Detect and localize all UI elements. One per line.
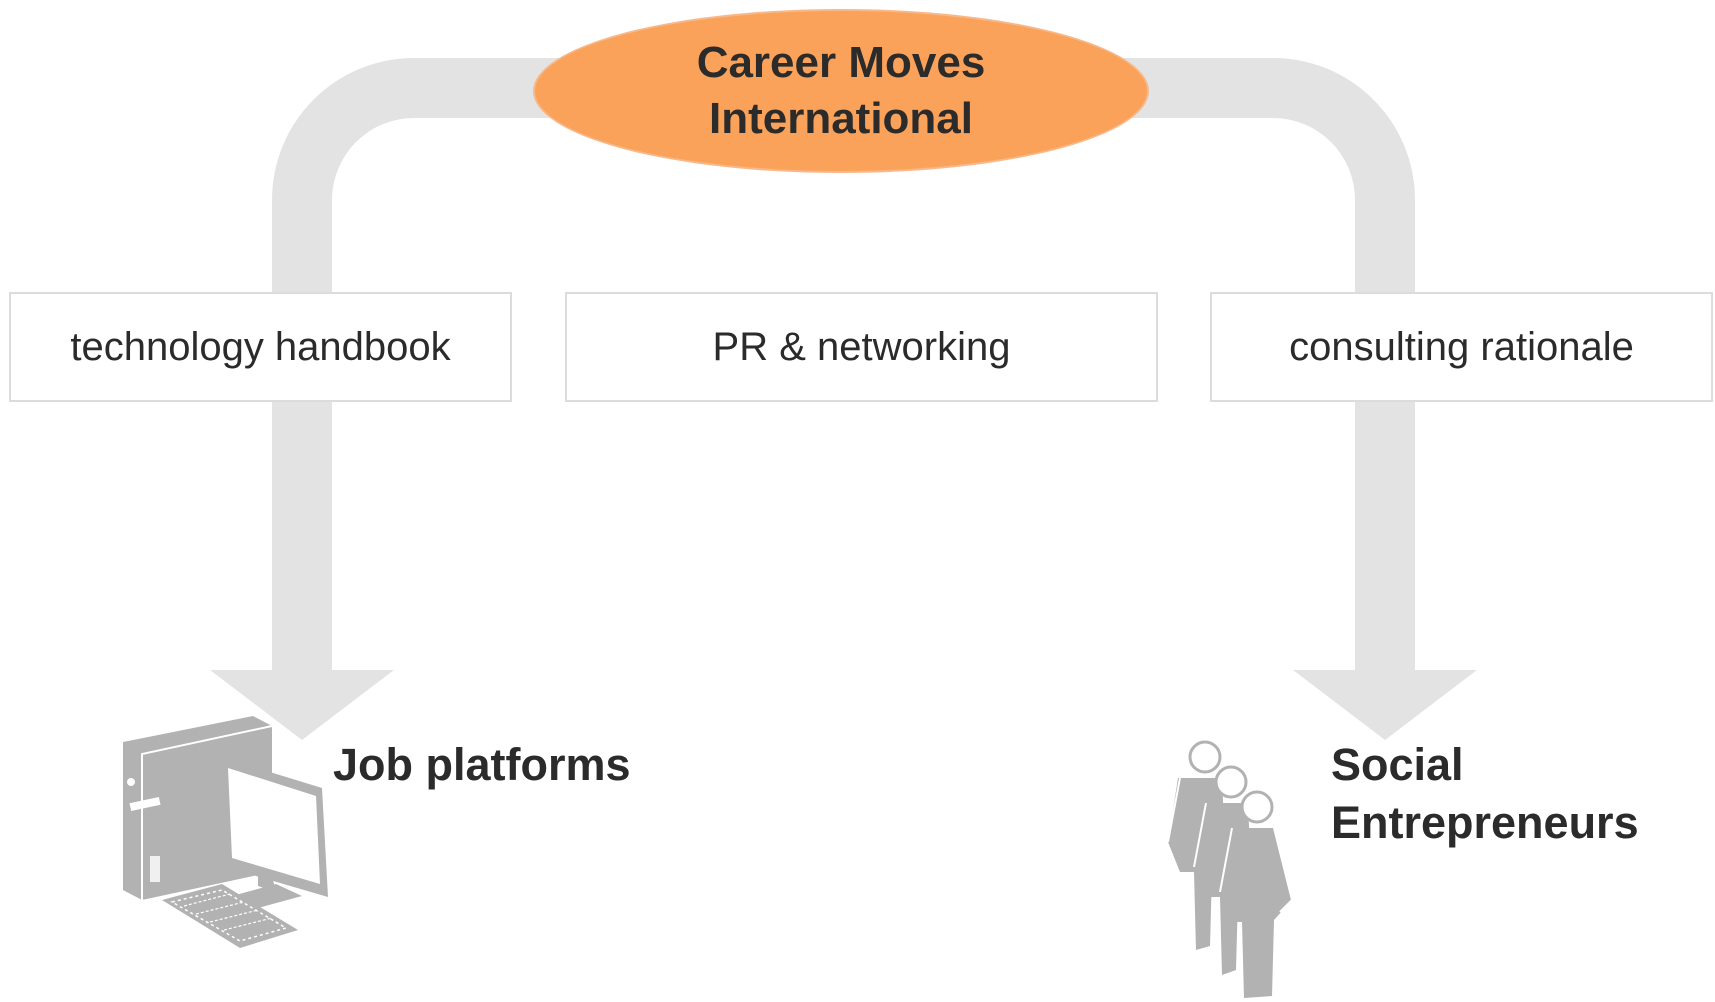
target-label-social-line1: Social (1331, 739, 1464, 790)
target-label-job-platforms: Job platforms (333, 739, 631, 790)
box-technology-handbook: technology handbook (9, 292, 512, 402)
box-consulting-rationale: consulting rationale (1210, 292, 1713, 402)
box-pr-networking: PR & networking (565, 292, 1158, 402)
arch-arrow-shape (210, 58, 1477, 740)
people-group-icon-shapes (1167, 740, 1294, 998)
center-title: Career Moves International (697, 35, 986, 147)
desktop-computer-icon-shapes (123, 716, 328, 948)
center-title-line2: International (708, 94, 973, 143)
center-ellipse: Career Moves International (533, 9, 1149, 173)
target-label-social-entrepreneurs: Social Entrepreneurs (1331, 736, 1639, 852)
target-label-social-line2: Entrepreneurs (1331, 797, 1639, 848)
center-title-line1: Career Moves (696, 38, 986, 87)
